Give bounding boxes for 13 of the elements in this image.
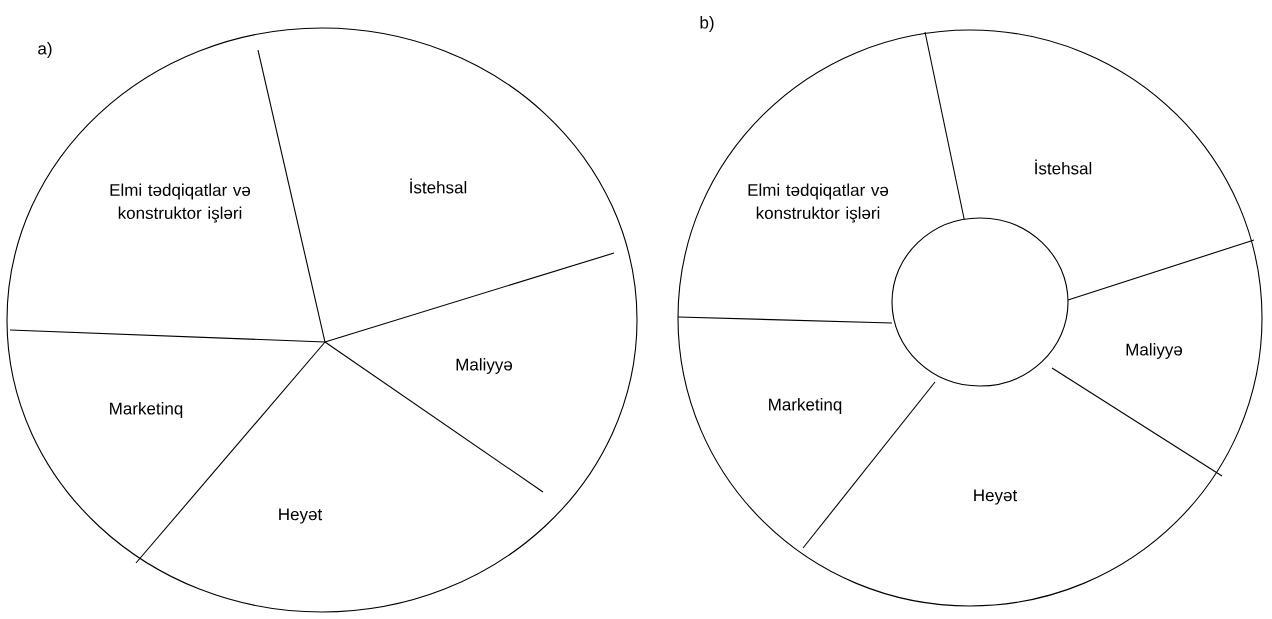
sector-label: Heyət — [279, 508, 323, 524]
sector-label: İstehsal — [1035, 159, 1092, 175]
sector-label: Elmi tədqiqatlar və konstruktor işləri — [748, 183, 889, 223]
sector-label: İstehsal — [410, 178, 467, 194]
inner-circle — [891, 217, 1069, 387]
sector-label: Maliyyə — [456, 358, 513, 374]
sector-label: Marketinq — [769, 398, 842, 414]
sector-label: Maliyyə — [1126, 343, 1183, 359]
panel-label: b) — [700, 16, 714, 32]
sector-label: Marketinq — [110, 402, 183, 418]
panel-label: a) — [38, 42, 52, 58]
sector-label: Heyət — [974, 489, 1018, 505]
sector-label: Elmi tədqiqatlar və konstruktor işləri — [110, 183, 251, 223]
